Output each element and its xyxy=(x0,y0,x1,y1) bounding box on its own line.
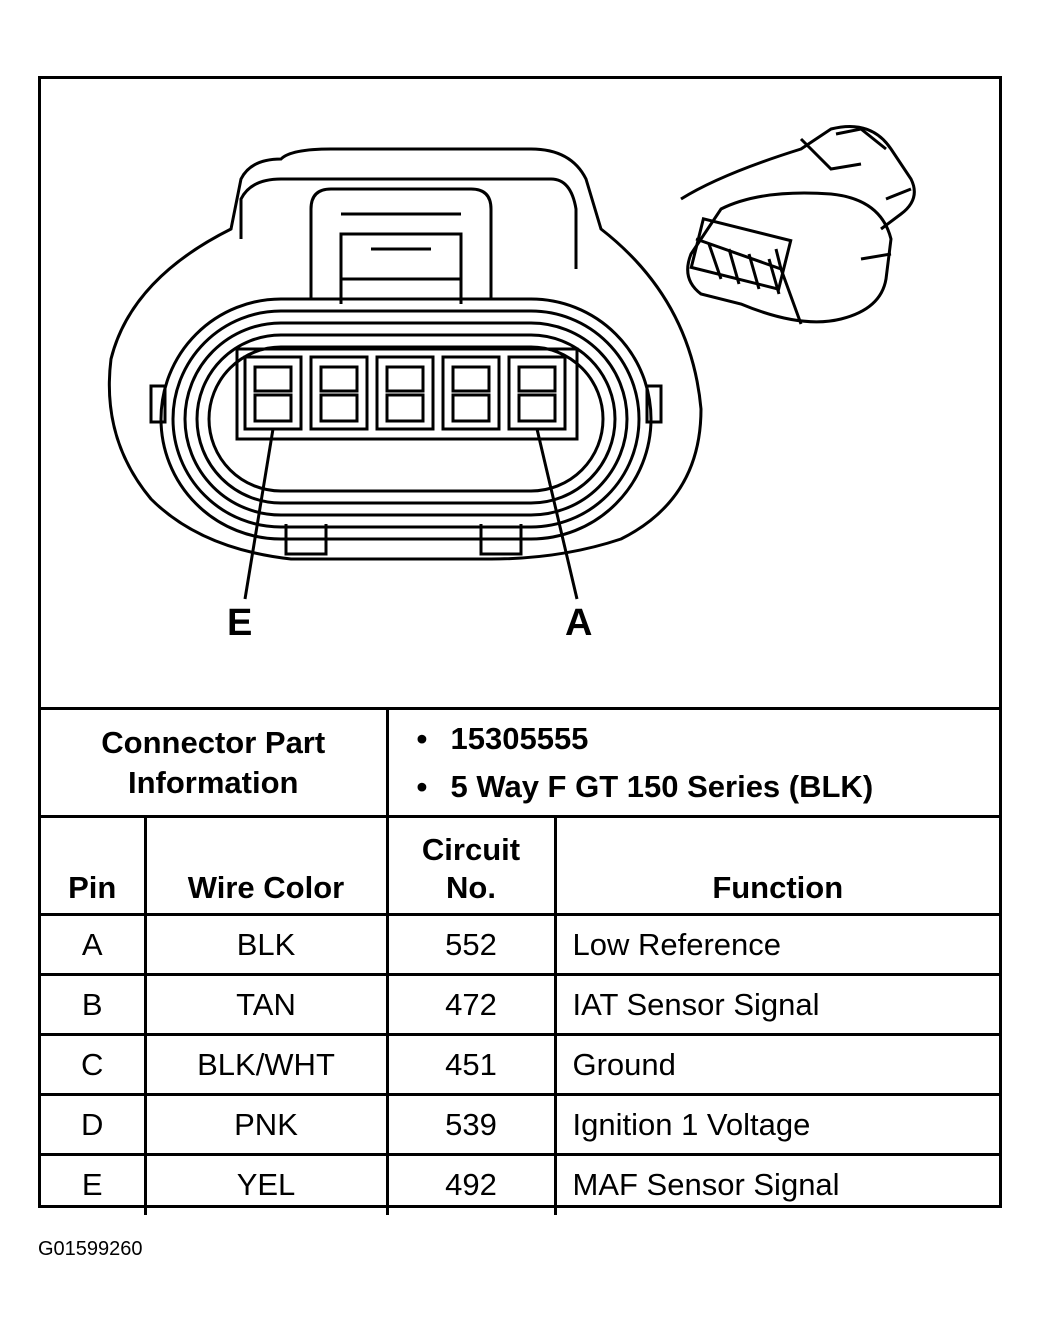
connector-housing-outline xyxy=(107,147,703,561)
connector-part-label-cell: Connector Part Information xyxy=(41,707,389,818)
connector-side-tab-right xyxy=(645,384,663,424)
circuit-cell: 539 xyxy=(385,1093,557,1156)
circuit-cell: 492 xyxy=(385,1153,557,1215)
wire-color-cell: TAN xyxy=(143,973,389,1036)
header-circuit-no: Circuit No. xyxy=(385,815,557,916)
table-row: C BLK/WHT 451 Ground xyxy=(41,1033,999,1096)
function-cell: Low Reference xyxy=(553,913,999,976)
pin-cavity-b xyxy=(441,355,501,431)
part-series: 5 Way F GT 150 Series (BLK) xyxy=(417,763,1000,811)
pin-cell: D xyxy=(41,1093,147,1156)
header-pin: Pin xyxy=(41,815,147,916)
wire-color-cell: YEL xyxy=(143,1153,389,1215)
connector-pinout-table: Connector Part Information 15305555 5 Wa… xyxy=(41,707,999,1215)
pin-cavity-e xyxy=(243,355,303,431)
leader-line-e xyxy=(243,428,275,600)
table-header-row: Pin Wire Color Circuit No. Function xyxy=(41,815,999,916)
pin-cell: C xyxy=(41,1033,147,1096)
function-cell: MAF Sensor Signal xyxy=(553,1153,999,1215)
pin-label-a: A xyxy=(565,602,593,644)
circuit-cell: 472 xyxy=(385,973,557,1036)
connector-drawing xyxy=(107,125,916,600)
table-row: B TAN 472 IAT Sensor Signal xyxy=(41,973,999,1036)
table-row: A BLK 552 Low Reference xyxy=(41,913,999,976)
pin-cavity-c xyxy=(375,355,435,431)
wire-color-cell: BLK/WHT xyxy=(143,1033,389,1096)
header-wire-color: Wire Color xyxy=(143,815,389,916)
table-row: D PNK 539 Ignition 1 Voltage xyxy=(41,1093,999,1156)
circuit-cell: 451 xyxy=(385,1033,557,1096)
pin-cavity-d xyxy=(309,355,369,431)
connector-part-details-cell: 15305555 5 Way F GT 150 Series (BLK) xyxy=(385,707,1000,818)
diagram-frame: E A Connector Part Information 15305555 … xyxy=(38,76,1002,1215)
function-cell: IAT Sensor Signal xyxy=(553,973,999,1036)
connector-part-details: 15305555 5 Way F GT 150 Series (BLK) xyxy=(417,715,1000,811)
pin-cavities xyxy=(243,355,567,431)
function-cell: Ignition 1 Voltage xyxy=(553,1093,999,1156)
pin-cavity-housing xyxy=(235,347,579,441)
leader-line-a xyxy=(535,428,579,600)
connector-isometric-view xyxy=(680,125,916,325)
connector-seal-outer xyxy=(159,297,653,541)
pin-cell: A xyxy=(41,913,147,976)
pin-cell: E xyxy=(41,1153,147,1215)
wire-color-cell: PNK xyxy=(143,1093,389,1156)
figure-id: G01599260 xyxy=(38,1238,143,1260)
header-function: Function xyxy=(553,815,999,916)
pin-cavity-a xyxy=(507,355,567,431)
connector-latch xyxy=(309,187,493,299)
part-number: 15305555 xyxy=(417,715,1000,763)
header-circuit-no-text: Circuit No. xyxy=(421,832,521,905)
connector-part-label: Connector Part Information xyxy=(101,724,326,800)
circuit-cell: 552 xyxy=(385,913,557,976)
pin-cell: B xyxy=(41,973,147,1036)
part-info-row: Connector Part Information 15305555 5 Wa… xyxy=(41,707,1000,818)
pin-label-e: E xyxy=(227,602,253,644)
function-cell: Ground xyxy=(553,1033,999,1096)
wire-color-cell: BLK xyxy=(143,913,389,976)
connector-housing-inner xyxy=(239,177,578,269)
table-row: E YEL 492 MAF Sensor Signal xyxy=(41,1153,999,1215)
connector-side-tab-left xyxy=(149,384,167,424)
